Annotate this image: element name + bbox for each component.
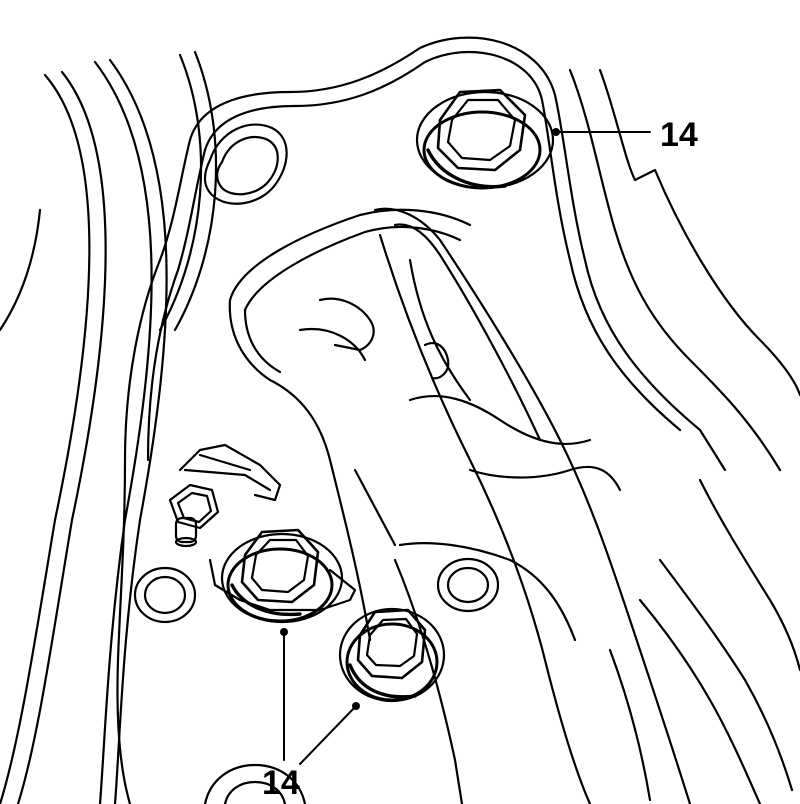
bottom-hose (203, 763, 307, 804)
right-structure (568, 68, 800, 804)
leader-dot-bottom-right (352, 702, 360, 710)
leader-dot-bottom-left (280, 628, 288, 636)
oval-slot (203, 123, 288, 205)
small-hole-right (436, 557, 500, 613)
leader-dot-upper (552, 128, 560, 136)
small-nut-icon (168, 483, 220, 548)
small-hole-left (133, 566, 197, 624)
control-arm (298, 207, 692, 804)
leader-dots (280, 128, 560, 710)
callout-label-bottom: 14 (262, 764, 300, 802)
left-hoses (0, 50, 218, 804)
callout-label-upper-right: 14 (660, 116, 698, 154)
leader-lines (283, 131, 651, 765)
tab-bracket (178, 443, 357, 612)
leader-line-bottom-right (299, 705, 357, 765)
bolt-lower-middle-icon (338, 607, 446, 703)
bolt-upper-right-icon (415, 88, 555, 190)
bolt-lower-left-icon (220, 528, 344, 624)
